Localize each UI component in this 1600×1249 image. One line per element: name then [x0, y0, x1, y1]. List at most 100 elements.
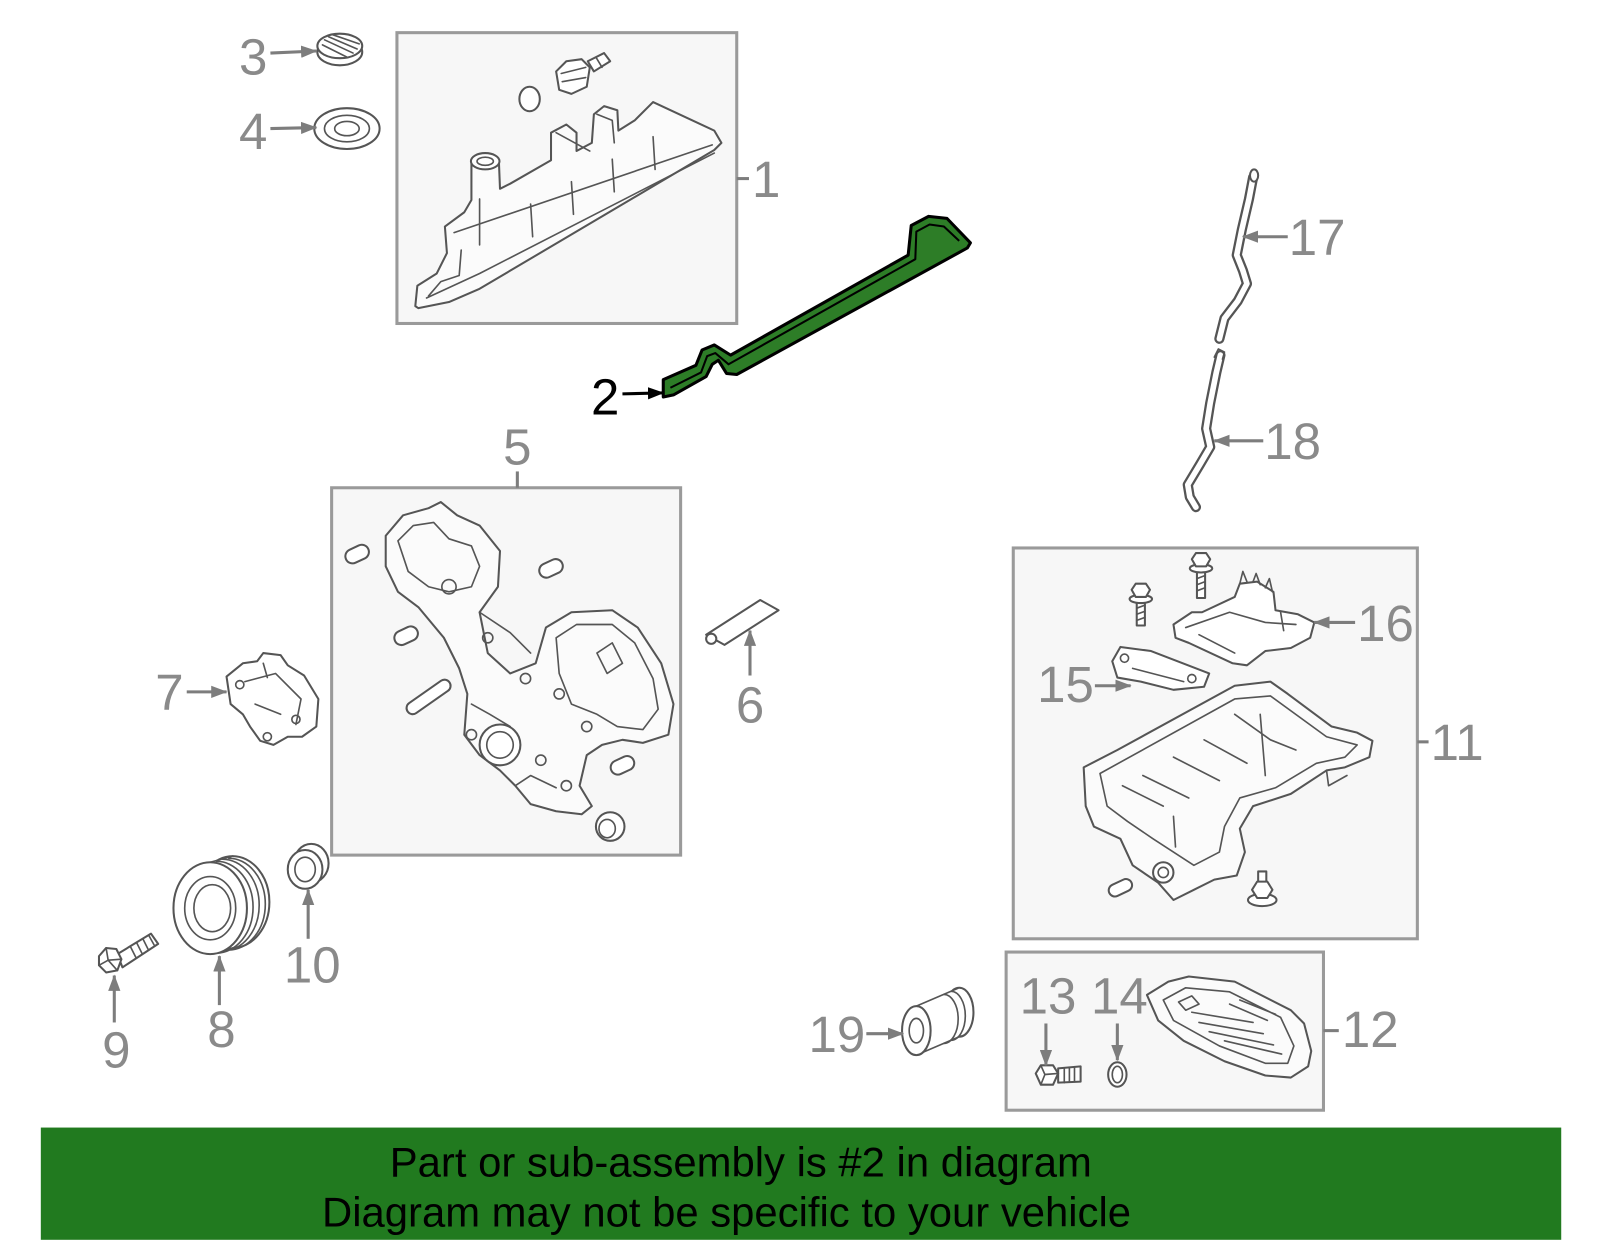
bracket-body [225, 652, 320, 746]
dipstick-tube [1214, 168, 1260, 344]
pulley-bolt [97, 932, 160, 974]
crank-seal-bore-inner [485, 730, 515, 759]
gasket-strip-body [705, 598, 780, 646]
seal-ring-middle [323, 114, 371, 143]
oil-filter-ribs [943, 990, 967, 1045]
callout-label-19: 19 [809, 1006, 866, 1063]
pan-bracket [1111, 645, 1211, 691]
info-banner-background [40, 1127, 1562, 1240]
long-pin [405, 678, 452, 716]
info-banner-line-2: Diagram may not be specific to your vehi… [322, 1189, 1131, 1236]
pulley-grooves [215, 857, 267, 954]
pulley-bolt-shaft [116, 932, 160, 969]
oil-pan-port-inner [1157, 866, 1170, 879]
highlighted-gasket [661, 214, 972, 399]
seal-ring [313, 107, 381, 151]
callout-label-10: 10 [284, 937, 341, 994]
baffle-bolt-head [1130, 582, 1152, 598]
oil-pan-dowel [1107, 878, 1134, 898]
plug-inner [598, 818, 617, 839]
oil-pan-details [1084, 695, 1358, 867]
dipstick [1182, 348, 1226, 513]
pcv-valve-details [560, 56, 603, 83]
valve-cover [414, 101, 723, 310]
callout-label-7: 7 [155, 664, 183, 721]
callout-4-arrow [270, 121, 318, 135]
callout-label-4: 4 [239, 103, 267, 160]
timing-cover [384, 501, 675, 816]
seal-ring-inner [333, 120, 360, 137]
callout-labels: 1 2 3 4 5 6 7 8 9 10 11 12 13 14 15 16 1… [102, 28, 1483, 1078]
oil-filler-cap [316, 32, 364, 67]
dipstick-tube-cap [1248, 168, 1260, 183]
oil-baffle-details [1184, 570, 1297, 654]
dowel-pin [344, 543, 370, 565]
front-seal-inner [294, 856, 317, 883]
oil-filter [901, 986, 975, 1057]
callout-label-8: 8 [207, 1001, 235, 1058]
dowel-pin [538, 558, 564, 579]
oil-pan-port [1152, 861, 1175, 884]
drain-plug-o-ring-inner [1111, 1065, 1124, 1084]
dipstick-tube-inner [1216, 174, 1256, 342]
baffle-bolt-threads [1196, 574, 1206, 592]
callout-label-1: 1 [752, 151, 780, 208]
gasket-strip [705, 598, 780, 646]
pulley-bore [193, 883, 232, 933]
callout-leaders [108, 45, 1429, 1067]
lower-oil-pan-details [1162, 986, 1295, 1065]
front-seal-front [286, 848, 324, 890]
front-seal [286, 842, 330, 890]
dowel-pin [609, 754, 636, 776]
drain-plug-head-details [1040, 1064, 1059, 1086]
oil-filter-face [901, 1005, 932, 1057]
oil-pan-bolt-head [1251, 880, 1274, 899]
info-banner: Part or sub-assembly is #2 in diagram Di… [40, 1127, 1562, 1240]
callout-label-17: 17 [1289, 209, 1346, 266]
timing-cover-group [330, 486, 683, 857]
o-ring-small [518, 85, 541, 113]
timing-cover-details [397, 521, 659, 789]
oil-filler-neck-inner [476, 156, 495, 167]
info-banner-line-1: Part or sub-assembly is #2 in diagram [390, 1139, 1092, 1186]
gasket-body [661, 214, 972, 399]
dipstick-handle [1213, 348, 1226, 361]
callout-label-9: 9 [102, 1021, 130, 1078]
oil-filter-port [908, 1017, 925, 1044]
callout-label-14: 14 [1091, 967, 1148, 1024]
callout-label-16: 16 [1357, 595, 1414, 652]
oil-pan-group [1011, 546, 1419, 941]
valve-cover-details [425, 113, 716, 299]
callout-label-12: 12 [1342, 1001, 1399, 1058]
callout-label-3: 3 [239, 28, 267, 85]
cap-ridges [321, 33, 360, 58]
pan-bracket-details [1119, 653, 1197, 684]
bracket-details [234, 662, 302, 742]
pulley-bolt-head-details [98, 947, 123, 972]
baffle-bolt-head [1190, 552, 1212, 568]
drain-plug-threads [1063, 1066, 1076, 1084]
crankshaft-pulley [172, 855, 271, 956]
callout-label-5: 5 [503, 418, 531, 475]
dowel-pin [393, 625, 419, 647]
callout-label-2: 2 [591, 368, 619, 425]
valve-cover-group [395, 31, 739, 326]
dipstick-inner [1184, 352, 1224, 510]
lower-oil-pan-group [1004, 950, 1325, 1112]
callout-label-18: 18 [1264, 413, 1321, 470]
bracket [225, 652, 320, 746]
callout-label-6: 6 [736, 676, 764, 733]
gasket-inner-edge [669, 223, 960, 389]
baffle-bolt-threads [1135, 604, 1146, 622]
oil-baffle [1172, 580, 1316, 667]
pulley-hub [183, 875, 237, 941]
callout-3-arrow [270, 45, 318, 58]
pulley-bolt-threads [129, 934, 155, 958]
callout-label-11: 11 [1431, 714, 1484, 771]
callout-2-arrow [622, 387, 665, 400]
callout-label-15: 15 [1037, 656, 1094, 713]
gasket-strip-end [705, 632, 718, 645]
timing-cover-bolt-holes [441, 578, 593, 792]
oil-filler-neck-top [469, 152, 501, 171]
